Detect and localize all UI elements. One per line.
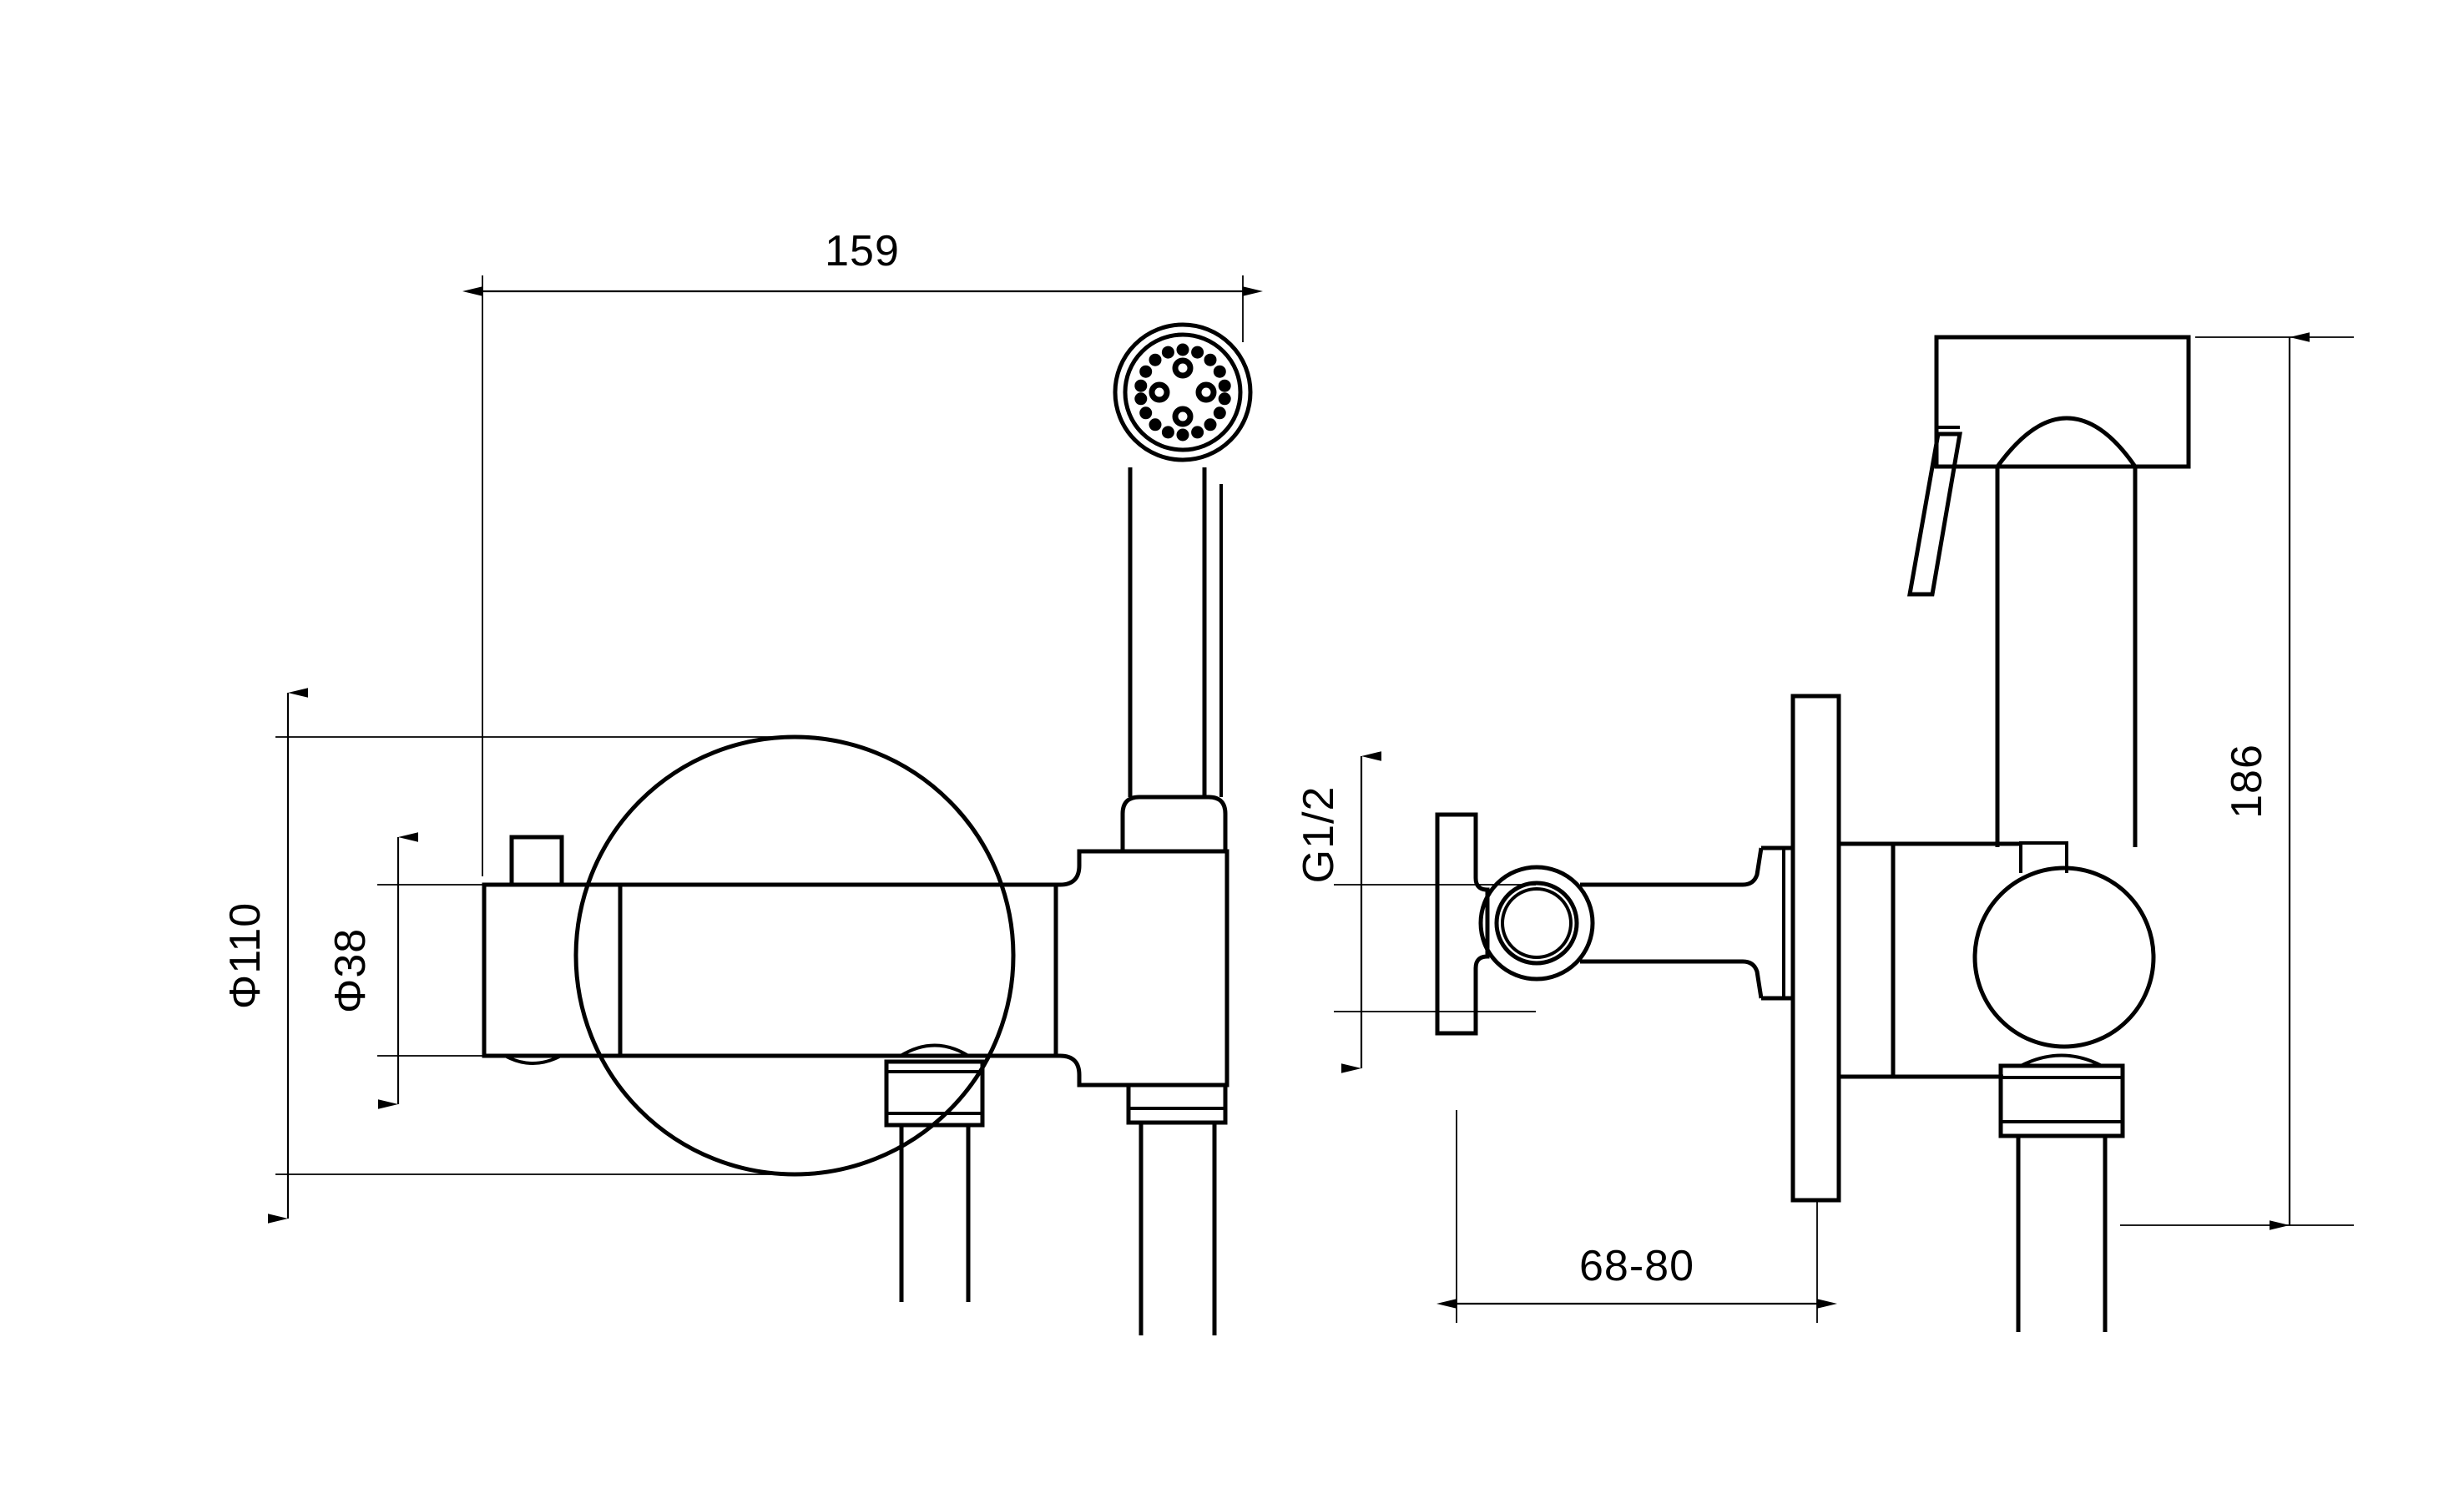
side-g12-mid-ring <box>1494 881 1579 966</box>
side-inlet-stem-top <box>1580 847 1764 887</box>
side-escutcheon-plate <box>1790 694 1841 1203</box>
side-spray-head-cap <box>1934 335 2191 469</box>
side-hose-nut <box>1998 1063 2125 1138</box>
dim-110-label: Φ110 <box>221 902 270 1009</box>
side-body-block <box>1839 841 1896 1079</box>
front-escutcheon-plate <box>573 734 1016 1177</box>
dim-186-label: 186 <box>2223 744 2271 819</box>
dim-38-label: Φ38 <box>326 928 375 1013</box>
side-inlet-stem-bottom <box>1580 959 1764 999</box>
front-view-group <box>482 322 1253 1335</box>
side-inlet-flange-ring <box>1761 845 1795 1001</box>
front-hose-nut-center <box>884 1059 985 1128</box>
front-upper-tab <box>509 835 564 885</box>
side-wall-flange-plate <box>1435 812 1490 1036</box>
spray-head-outer-ring <box>1113 322 1253 462</box>
front-handle-upper-collar <box>1120 795 1228 851</box>
side-view-dimensions: G1/2 68-80 186 <box>1295 332 2354 1323</box>
spray-head-nozzle-dots <box>1134 343 1231 442</box>
side-g12-inner-ring <box>1501 887 1573 959</box>
spray-head-inner-ring <box>1123 332 1243 452</box>
side-ball-upper-collar <box>2019 841 2068 873</box>
dim-159-label: 159 <box>825 227 900 275</box>
side-lever-handle <box>1907 432 1962 597</box>
front-handle-holder-block <box>1056 849 1229 1088</box>
front-view-dimensions: 159 Φ110 Φ38 <box>221 227 1263 1224</box>
side-view-group <box>1435 335 2191 1332</box>
front-lower-lip <box>506 1055 560 1065</box>
side-hose-dome <box>2020 1053 2103 1067</box>
spray-head-center-holes <box>1149 357 1217 427</box>
dim-g12-label: G1/2 <box>1295 786 1343 884</box>
front-hose-dome-center <box>899 1043 970 1057</box>
front-hose-nut-right <box>1126 1085 1228 1125</box>
side-g12-outer-ring <box>1478 865 1595 982</box>
dim-6880-label: 68-80 <box>1579 1242 1694 1290</box>
side-spray-head-dome <box>1995 416 2138 468</box>
front-body-cylinder <box>482 882 1058 1058</box>
side-ball-joint <box>1972 866 2156 1049</box>
